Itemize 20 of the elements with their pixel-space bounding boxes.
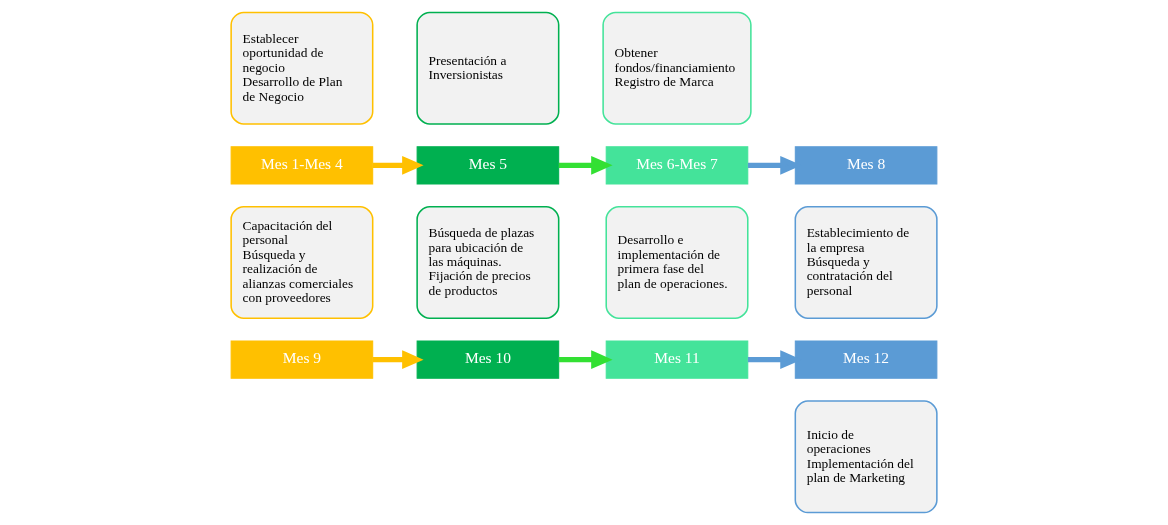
node-box: Mes 12 bbox=[794, 340, 938, 379]
node-box: Mes 6-Mes 7 bbox=[605, 146, 749, 185]
node-box: Capacitación del personal Búsqueda y realización de alianzas comerciales con proveedores bbox=[230, 205, 374, 320]
node-box: Mes 11 bbox=[605, 340, 749, 379]
node-box: Mes 9 bbox=[230, 340, 374, 379]
node-box: Establecimiento de la empresa Búsqueda y contratación del personal bbox=[794, 205, 938, 320]
node-box: Mes 1-Mes 4 bbox=[230, 146, 374, 185]
node-box: Inicio de operaciones Implementación del plan de Marketing bbox=[794, 400, 938, 514]
arrow bbox=[372, 156, 424, 175]
arrow bbox=[372, 350, 424, 369]
node-box: Mes 5 bbox=[416, 146, 560, 185]
node-box: Obtener fondos/financiamiento Registro de Marca bbox=[602, 11, 752, 125]
node-box: Presentación a Inversionistas bbox=[416, 11, 560, 125]
node-box: Mes 10 bbox=[416, 340, 560, 379]
arrow bbox=[558, 350, 613, 369]
node-box: Búsqueda de plazas para ubicación de las máquinas. Fijación de precios de productos bbox=[416, 205, 560, 320]
arrow bbox=[558, 156, 613, 175]
node-box: Establecer oportunidad de negocio Desarrollo de Plan de Negocio bbox=[230, 11, 374, 125]
node-box: Mes 8 bbox=[794, 146, 938, 185]
node-box: Desarrollo e implementación de primera fase del plan de operaciones. bbox=[605, 205, 749, 320]
